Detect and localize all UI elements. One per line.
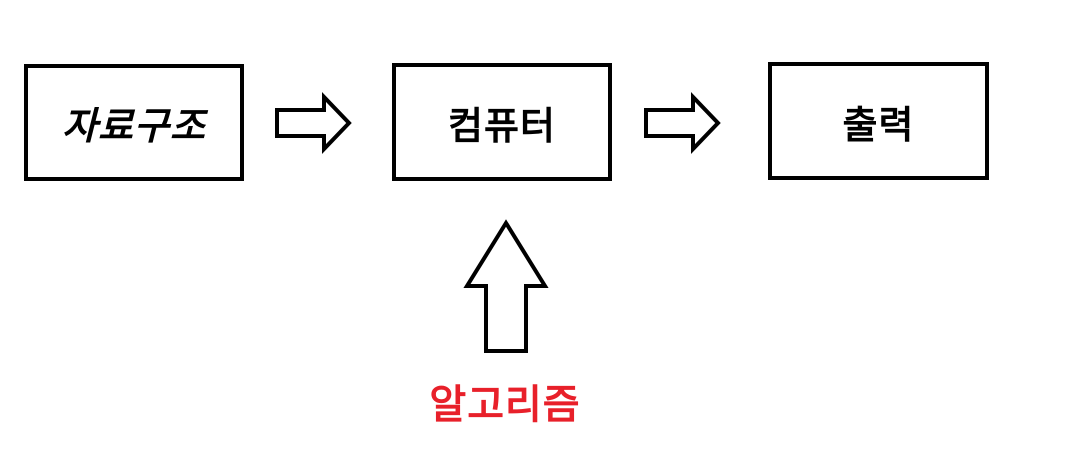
right-arrow-icon [275,92,352,154]
algorithm-label: 알고리즘 [429,382,581,428]
right-arrow-icon [644,92,721,154]
output-box: 출력 [768,62,989,180]
computer-label: 컴퓨터 [448,103,556,148]
up-arrow-icon [463,219,549,353]
data-structure-label: 자료구조 [62,104,206,148]
output-label: 출력 [842,102,915,147]
data-structure-box: 자료구조 [24,64,244,181]
computer-box: 컴퓨터 [392,63,612,181]
